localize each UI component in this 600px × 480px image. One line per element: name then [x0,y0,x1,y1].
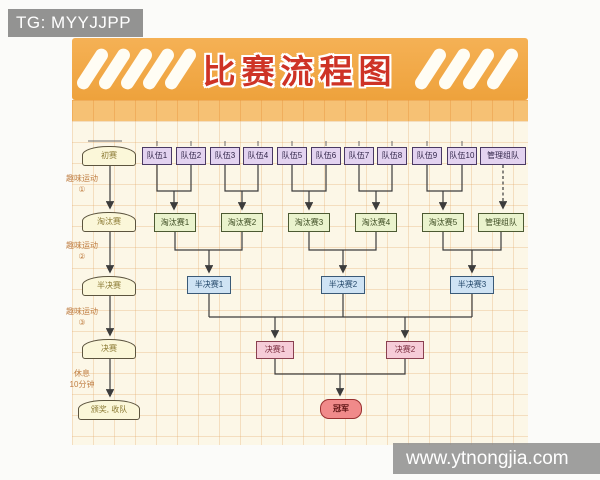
knockout-box-4: 淘汰赛4 [355,213,397,232]
team-box-9: 队伍9 [412,147,442,165]
banner-shadow-strip [72,100,528,121]
semifinal-box-1: 半决赛1 [187,276,231,294]
team-box-1: 队伍1 [142,147,172,165]
team-box-2: 队伍2 [176,147,206,165]
gap-label-line: 趣味运动 [66,241,98,250]
team-box-5: 队伍5 [277,147,307,165]
gap-label-fun-sport-1: 趣味运动 ① [60,174,104,196]
tg-watermark: TG: MYYJJPP [8,9,144,37]
connector-lines [88,140,508,398]
gap-label-line: 趣味运动 [66,307,98,316]
gap-label-rest: 休息 10分钟 [60,369,104,391]
knockout-box-3: 淘汰赛3 [288,213,330,232]
semifinal-box-2: 半决赛2 [321,276,365,294]
knockout-box-5: 淘汰赛5 [422,213,464,232]
stage-box-knockout: 淘汰赛 [82,212,136,232]
flowchart-canvas: 初赛 趣味运动 ① 淘汰赛 趣味运动 ② 半决赛 趣味运动 ③ 决赛 休息 10… [66,100,528,445]
final-box-1: 决赛1 [256,341,294,359]
knockout-box-1: 淘汰赛1 [154,213,196,232]
stage-box-final: 决赛 [82,339,136,359]
stage-box-semifinal: 半决赛 [82,276,136,296]
page-title: 比赛流程图 [202,53,398,90]
gap-label-fun-sport-3: 趣味运动 ③ [60,307,104,329]
team-box-4: 队伍4 [243,147,273,165]
gap-label-line: ③ [78,317,86,327]
gap-label-line: ② [78,251,86,261]
management-round-box: 管理组队 [478,213,524,232]
management-team-box: 管理组队 [480,147,526,165]
champion-box: 冠军 [320,399,362,419]
team-box-7: 队伍7 [344,147,374,165]
title-banner: 比赛流程图 [72,38,528,100]
team-box-10: 队伍10 [447,147,477,165]
stage-box-awards: 颁奖, 收队 [78,400,140,420]
stage-box-preliminary: 初赛 [82,146,136,166]
gap-label-line: 10分钟 [69,379,95,389]
final-box-2: 决赛2 [386,341,424,359]
gap-label-fun-sport-2: 趣味运动 ② [60,241,104,263]
team-box-6: 队伍6 [311,147,341,165]
gap-label-line: 趣味运动 [66,174,98,183]
team-box-3: 队伍3 [210,147,240,165]
gap-label-line: 休息 [74,369,90,378]
site-watermark: www.ytnongjia.com [393,443,600,474]
knockout-box-2: 淘汰赛2 [221,213,263,232]
semifinal-box-3: 半决赛3 [450,276,494,294]
gap-label-line: ① [78,184,86,194]
team-box-8: 队伍8 [377,147,407,165]
